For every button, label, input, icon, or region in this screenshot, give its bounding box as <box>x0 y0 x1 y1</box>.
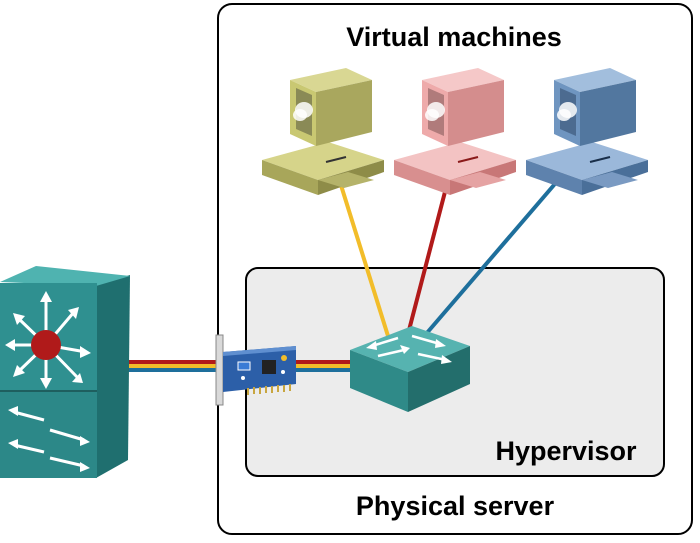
trunk-link-external <box>126 360 222 372</box>
vm1-link <box>338 181 390 337</box>
vm2-computer-icon <box>394 68 516 195</box>
hypervisor-label: Hypervisor <box>495 436 637 466</box>
vm3-link <box>424 176 562 336</box>
core-switch-center <box>31 330 61 360</box>
physical-server-label: Physical server <box>356 491 555 521</box>
virtual-machines-label: Virtual machines <box>346 22 562 52</box>
vm3-computer-icon <box>526 68 648 195</box>
nic-card-icon <box>215 334 296 406</box>
virtual-switch-icon <box>350 326 470 412</box>
core-switch-icon <box>0 266 130 478</box>
trunk-link-internal <box>296 360 354 372</box>
vm2-link <box>406 187 448 335</box>
vm1-computer-icon <box>262 68 384 195</box>
